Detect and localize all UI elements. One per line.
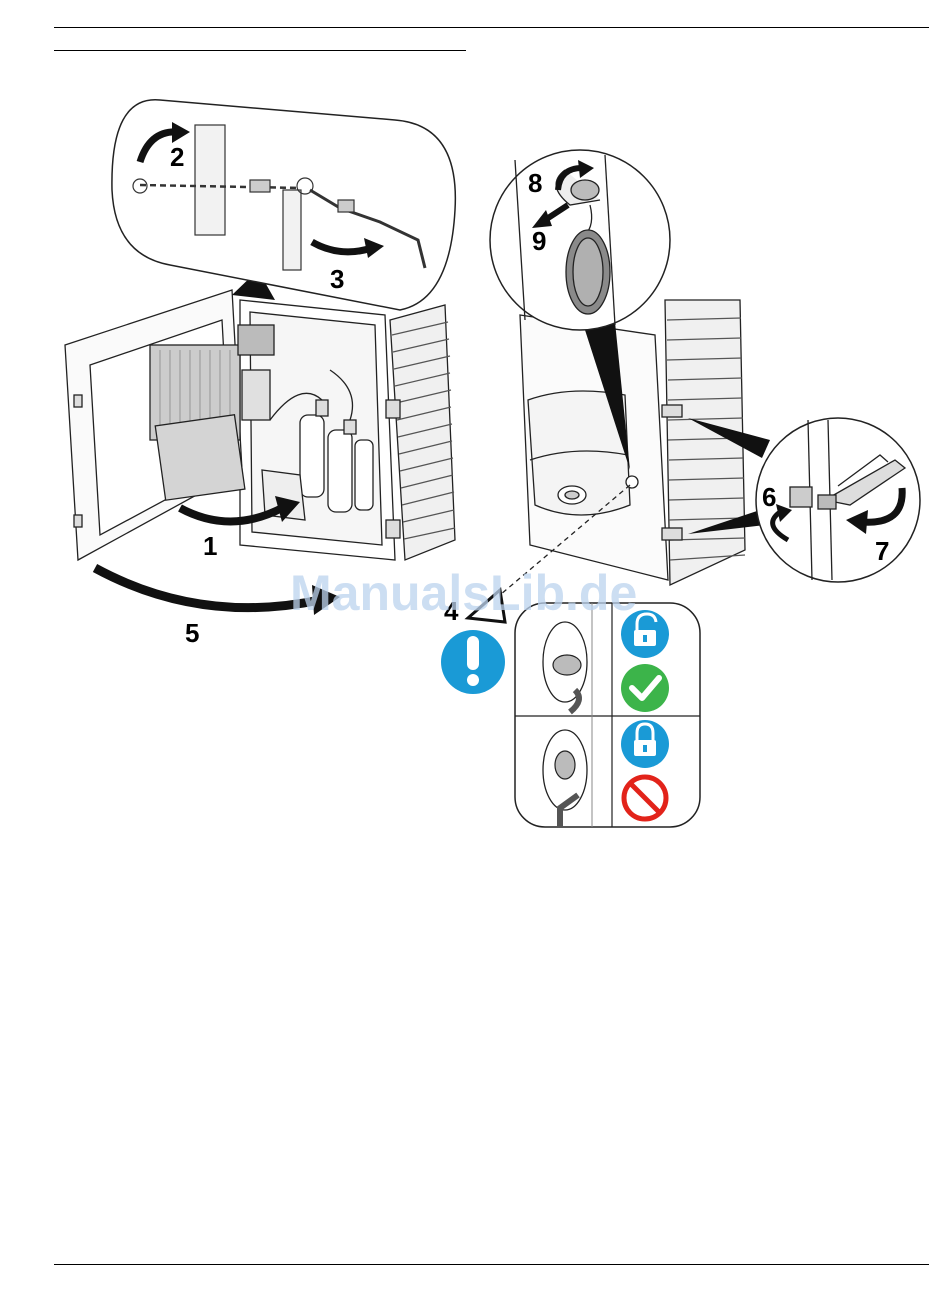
- step-label-5: 5: [185, 618, 199, 648]
- prohibited-icon: [624, 777, 666, 819]
- exclamation-icon: [441, 630, 505, 694]
- arrow-step-5: [95, 568, 320, 608]
- step-label-8: 8: [528, 168, 542, 198]
- step-label-7: 7: [875, 536, 889, 566]
- step-label-3: 3: [330, 264, 344, 294]
- watermark-text: ManualsLib.de: [290, 565, 637, 621]
- footer-rule: [54, 1264, 929, 1265]
- step-label-6: 6: [762, 482, 776, 512]
- step-label-1: 1: [203, 531, 217, 561]
- analyzer-closed-right: [520, 300, 745, 585]
- key-position-panel: [515, 603, 700, 827]
- locked-padlock-icon: [621, 720, 669, 768]
- step-label-2: 2: [170, 142, 184, 172]
- check-icon: [621, 664, 669, 712]
- step-label-9: 9: [532, 226, 546, 256]
